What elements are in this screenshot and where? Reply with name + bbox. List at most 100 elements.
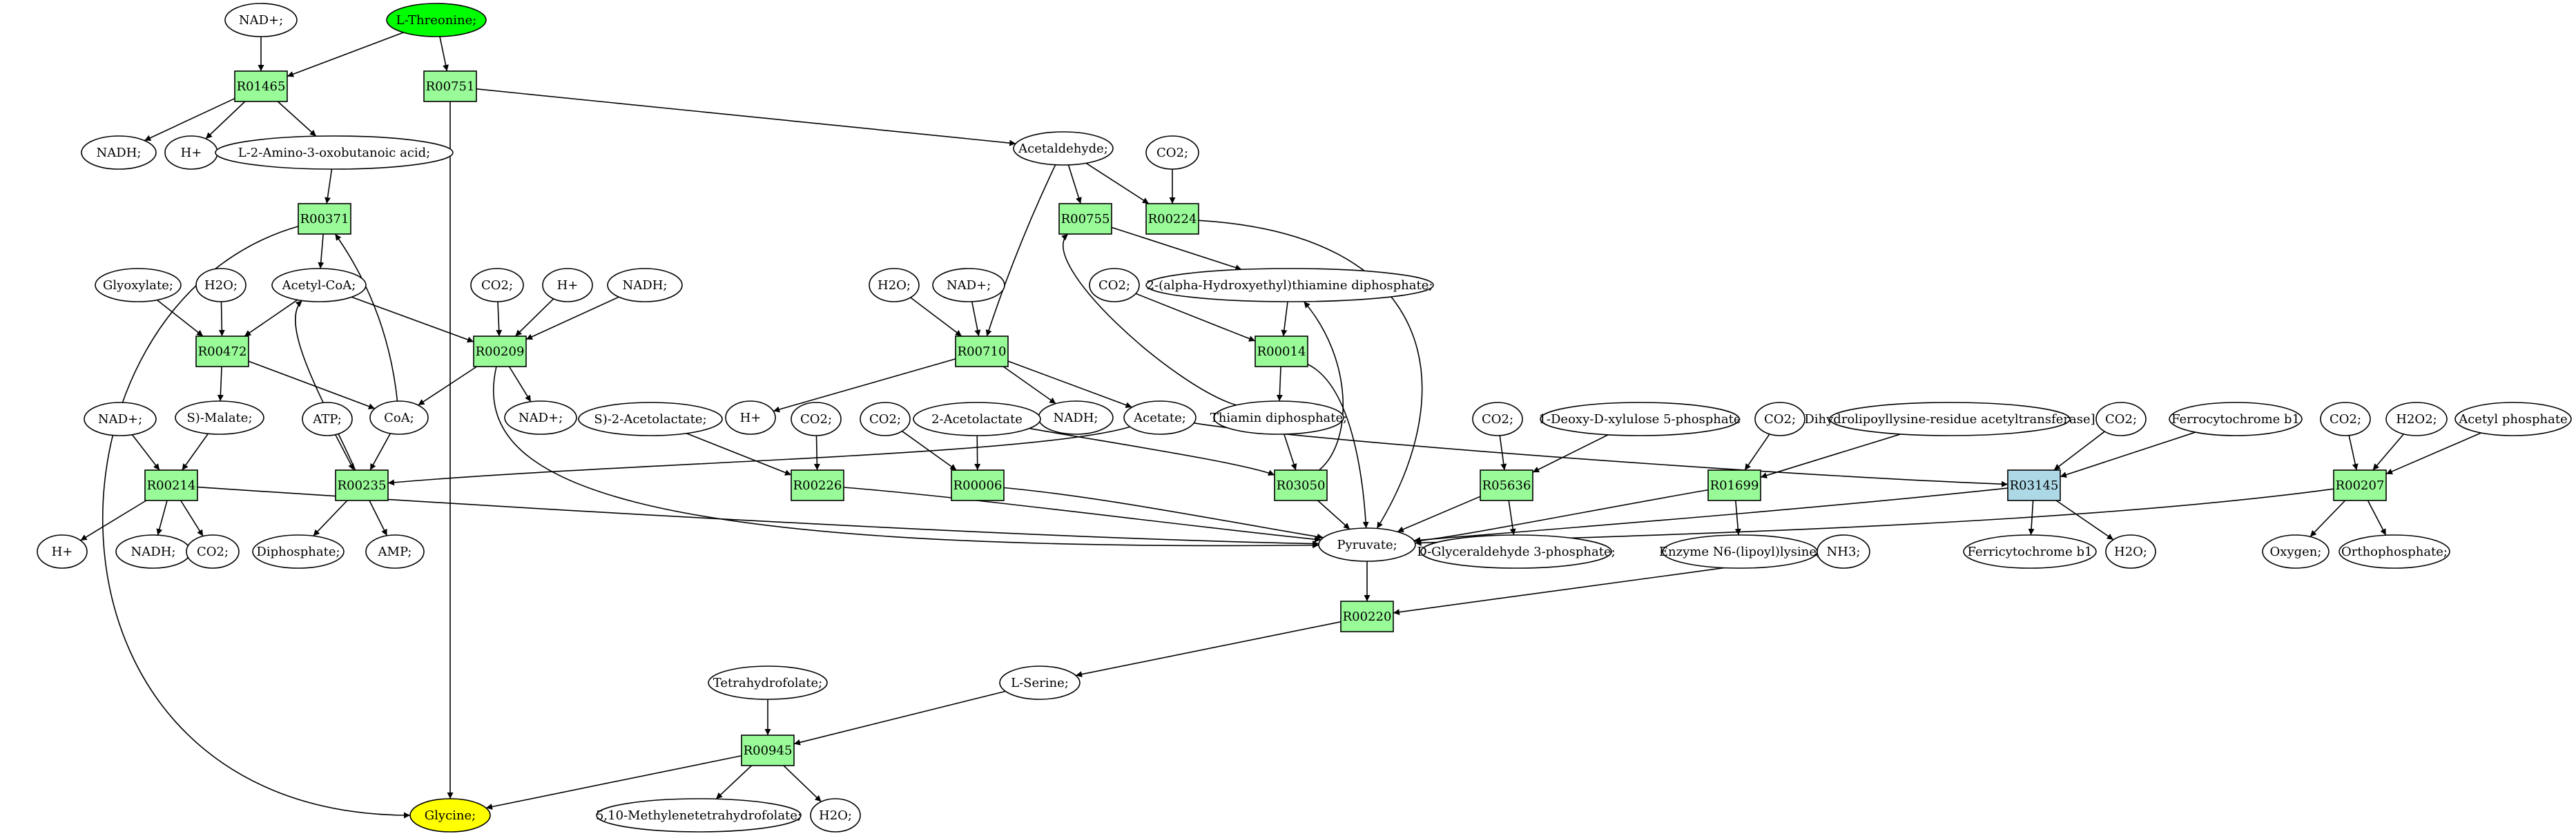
edge-n_ser-to-r_00945	[793, 690, 1006, 746]
compound-node-n_nad2[interactable]: NAD+;	[932, 268, 1005, 302]
reaction-node-r_05636[interactable]: R05636	[1480, 469, 1533, 501]
compound-node-n_nh3[interactable]: NH3;	[1817, 534, 1870, 569]
compound-node-n_coa[interactable]: CoA;	[369, 400, 429, 435]
compound-node-n_amino[interactable]: L-2-Amino-3-oxobutanoic acid;	[215, 135, 454, 170]
n_h2-label: H+	[557, 278, 579, 293]
compound-node-n_h2o2[interactable]: H2O;	[869, 268, 920, 302]
reaction-node-r_00014[interactable]: R00014	[1255, 336, 1308, 367]
compound-node-n_nad4[interactable]: NAD+;	[84, 402, 157, 436]
compound-node-n_acp[interactable]: Acetyl phosphate	[2454, 402, 2572, 436]
reaction-node-r_00220[interactable]: R00220	[1340, 601, 1394, 632]
compound-node-n_g3p[interactable]: D-Glyceraldehyde 3-phosphate;	[1417, 534, 1616, 569]
reaction-node-r_00214[interactable]: R00214	[144, 469, 198, 501]
edge-r_00014-to-n_thdp	[1276, 366, 1283, 402]
compound-node-n_dxp[interactable]: 1-Deoxy-D-xylulose 5-phosphate	[1538, 402, 1741, 436]
compound-node-n_nad1[interactable]: NAD+;	[224, 3, 298, 37]
compound-node-n_dipp[interactable]: Diphosphate;	[252, 534, 345, 569]
n_co2_j-label: CO2;	[197, 545, 229, 559]
n_co2_d-label: CO2;	[800, 412, 832, 427]
compound-node-n_enz[interactable]: Enzyme N6-(lipoyl)lysine;	[1659, 534, 1821, 569]
compound-node-n_h4[interactable]: H+	[37, 534, 88, 569]
compound-node-n_co2_f[interactable]: CO2;	[1472, 402, 1523, 436]
compound-node-n_s2acl[interactable]: S)-2-Acetolactate;	[578, 402, 723, 436]
edge-n_acald-to-r_00710	[985, 164, 1056, 337]
compound-node-n_h2o3[interactable]: H2O;	[2105, 534, 2156, 569]
compound-node-n_co2_a[interactable]: CO2;	[1145, 135, 1199, 170]
compound-node-n_nad3[interactable]: NAD+;	[504, 400, 577, 435]
compound-node-n_co2_b[interactable]: CO2;	[470, 268, 524, 302]
compound-node-n_thf[interactable]: Tetrahydrofolate;	[708, 665, 828, 700]
n_gly-label: Glycine;	[425, 808, 476, 823]
compound-node-n_thr[interactable]: L-Threonine;	[386, 3, 487, 37]
reaction-node-r_03050[interactable]: R03050	[1274, 469, 1328, 501]
reaction-node-r_00235[interactable]: R00235	[335, 469, 389, 501]
compound-node-n_hetpp[interactable]: 2-(alpha-Hydroxyethyl)thiamine diphospha…	[1145, 268, 1434, 302]
compound-node-n_co2_d[interactable]: CO2;	[791, 402, 842, 436]
r_00472-shape	[195, 336, 249, 367]
compound-node-n_h2o1[interactable]: H2O;	[195, 268, 246, 302]
compound-node-n_ser[interactable]: L-Serine;	[999, 665, 1081, 700]
compound-node-n_nadh1[interactable]: NADH;	[81, 135, 157, 170]
compound-node-n_acald[interactable]: Acetaldehyde;	[1013, 131, 1114, 166]
compound-node-n_nadh3[interactable]: NADH;	[1038, 400, 1114, 435]
compound-node-n_ortho[interactable]: Orthophosphate;	[2338, 534, 2450, 569]
edge-r_00214-to-n_h4	[80, 500, 147, 541]
compound-node-n_glyox[interactable]: Glyoxylate;	[95, 268, 182, 302]
reaction-node-r_00945[interactable]: R00945	[741, 735, 795, 766]
compound-node-n_ferro[interactable]: Ferrocytochrome b1	[2169, 402, 2303, 436]
n_malate-label: S)-Malate;	[186, 411, 252, 425]
reaction-node-r_03145[interactable]: R03145	[2007, 469, 2061, 501]
compound-node-n_pyr[interactable]: Pyruvate;	[1318, 527, 1416, 562]
compound-node-n_nadh2[interactable]: NADH;	[607, 268, 683, 302]
n_acp-shape	[2454, 402, 2572, 436]
compound-node-n_amp[interactable]: AMP;	[365, 534, 425, 569]
edge-n_co2_h-to-r_03145	[2053, 431, 2105, 471]
compound-node-n_gly[interactable]: Glycine;	[409, 798, 491, 833]
compound-node-n_h3[interactable]: H+	[725, 400, 776, 435]
compound-node-n_co2_e[interactable]: CO2;	[860, 402, 911, 436]
compound-node-n_co2_g[interactable]: CO2;	[1754, 402, 1805, 436]
reaction-node-r_00226[interactable]: R00226	[791, 469, 844, 501]
r_00945-label: R00945	[744, 743, 793, 758]
reaction-node-r_00755[interactable]: R00755	[1058, 203, 1112, 235]
compound-node-n_co2_i[interactable]: CO2;	[2320, 402, 2371, 436]
compound-node-n_thdp[interactable]: Thiamin diphosphate;	[1210, 400, 1348, 435]
r_00472-label: R00472	[198, 344, 247, 359]
reaction-node-r_00710[interactable]: R00710	[955, 336, 1009, 367]
n_co2_c-label: CO2;	[1098, 278, 1130, 293]
reaction-node-r_00209[interactable]: R00209	[473, 336, 527, 367]
n_h2o2-shape	[869, 268, 920, 302]
compound-node-n_mthf[interactable]: 5,10-Methylenetetrahydrofolate;	[596, 798, 802, 833]
n_co2_b-label: CO2;	[481, 278, 513, 293]
compound-node-n_co2_j[interactable]: CO2;	[186, 534, 240, 569]
compound-node-n_2acl[interactable]: 2-Acetolactate	[913, 402, 1041, 436]
compound-node-n_oxy[interactable]: Oxygen;	[2262, 534, 2330, 569]
compound-node-n_acetate[interactable]: Acetate;	[1123, 400, 1197, 435]
compound-node-n_acoa[interactable]: Acetyl-CoA;	[271, 268, 367, 302]
compound-node-n_h2o2b[interactable]: H2O2;	[2385, 402, 2448, 436]
reaction-node-r_01465[interactable]: R01465	[234, 70, 288, 102]
reaction-node-r_00207[interactable]: R00207	[2333, 469, 2387, 501]
n_nad1-shape	[224, 3, 298, 37]
reaction-node-r_00371[interactable]: R00371	[298, 203, 351, 235]
compound-node-n_dlat[interactable]: Dihydrolipoyllysine-residue acetyltransf…	[1804, 402, 2095, 436]
reaction-node-r_00472[interactable]: R00472	[195, 336, 249, 367]
compound-node-n_nadh4[interactable]: NADH;	[115, 534, 191, 569]
compound-node-n_h2[interactable]: H+	[542, 268, 593, 302]
n_s2acl-shape	[578, 402, 723, 436]
n_nadh2-label: NADH;	[623, 278, 668, 293]
reaction-node-r_00751[interactable]: R00751	[423, 70, 477, 102]
reaction-node-r_01699[interactable]: R01699	[1707, 469, 1761, 501]
compound-node-n_co2_h[interactable]: CO2;	[2095, 402, 2147, 436]
compound-node-n_atp[interactable]: ATP;	[302, 402, 353, 436]
edge-n_nad4-to-r_00214	[131, 434, 160, 471]
n_dipp-shape	[252, 534, 345, 569]
compound-node-n_h1[interactable]: H+	[164, 135, 218, 170]
n_h2o2b-label: H2O2;	[2396, 412, 2437, 427]
compound-node-n_h2o4[interactable]: H2O;	[810, 798, 861, 833]
reaction-node-r_00224[interactable]: R00224	[1145, 203, 1199, 235]
compound-node-n_malate[interactable]: S)-Malate;	[175, 400, 264, 435]
reaction-node-r_00006[interactable]: R00006	[951, 469, 1005, 501]
compound-node-n_co2_c[interactable]: CO2;	[1089, 268, 1140, 302]
compound-node-n_ferri[interactable]: Ferricytochrome b1	[1963, 534, 2097, 569]
